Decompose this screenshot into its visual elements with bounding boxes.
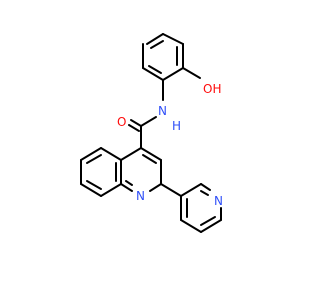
- bond-double: [150, 40, 164, 49]
- bond: [100, 147, 122, 161]
- bond-double: [142, 154, 157, 164]
- bond: [200, 183, 211, 191]
- bond: [100, 183, 122, 197]
- bonds: [80, 33, 222, 233]
- bond: [182, 67, 201, 79]
- pyridine-nitrogen-label: N: [214, 194, 223, 208]
- bond-double: [86, 154, 102, 164]
- hydroxyl-label: OH: [203, 82, 221, 96]
- quinoline-nitrogen-label: N: [136, 189, 145, 203]
- bond: [120, 183, 133, 192]
- bond-double: [148, 65, 162, 74]
- structure-drawing: OH N H O N N: [80, 33, 223, 233]
- bond: [142, 67, 164, 81]
- bond: [160, 183, 182, 197]
- bond: [80, 183, 102, 197]
- bond: [180, 219, 202, 233]
- bond-double: [86, 180, 102, 190]
- bond-double: [200, 190, 209, 196]
- bond: [128, 124, 140, 132]
- bond: [130, 119, 142, 127]
- carbonyl-oxygen-label: O: [117, 115, 126, 129]
- bond: [149, 183, 162, 192]
- bond: [162, 67, 184, 81]
- bond-double: [125, 180, 133, 186]
- amide-hydrogen-label: H: [172, 119, 181, 133]
- bond: [80, 147, 102, 161]
- bond: [146, 33, 164, 45]
- bond: [140, 116, 157, 127]
- bond: [120, 147, 142, 161]
- bond: [140, 147, 162, 161]
- bond: [162, 33, 184, 45]
- bond: [200, 219, 222, 233]
- bond: [180, 183, 202, 197]
- molecule-svg: OH N H O N N: [80, 33, 223, 233]
- bond-double: [200, 216, 216, 226]
- amide-nitrogen-label: N: [158, 104, 167, 118]
